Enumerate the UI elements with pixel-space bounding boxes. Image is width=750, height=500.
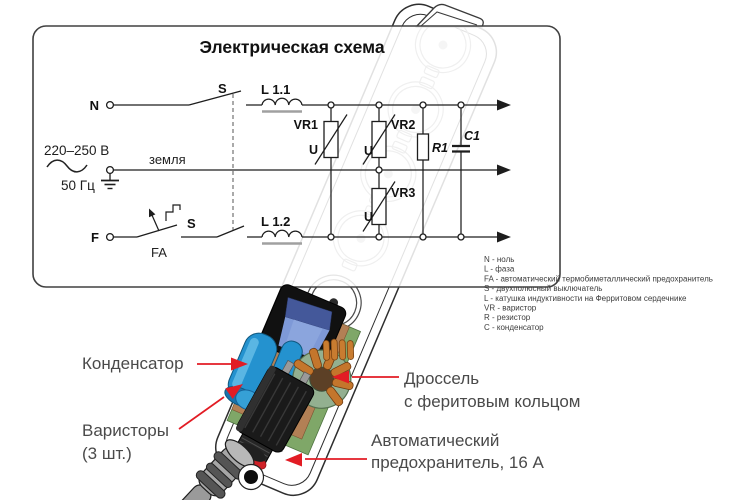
arrow-varistors — [178, 384, 243, 430]
capacitor-c1-symbol — [452, 105, 470, 237]
copper-winding-bundle — [322, 338, 355, 361]
vr1-u-label: U — [309, 143, 318, 157]
callout-choke-label: Дроссель — [404, 369, 479, 388]
varistor-vr1-symbol — [314, 105, 348, 237]
callout-choke-label2: с феритовым кольцом — [404, 392, 581, 411]
vr2-u-label: U — [364, 144, 373, 158]
callout-varistors-label: Варисторы — [82, 421, 169, 440]
vr2-label: VR2 — [391, 118, 415, 132]
wire-n — [105, 90, 511, 113]
legend-item: FA - автоматический термобиметаллический… — [484, 274, 713, 283]
vr3-u-label: U — [364, 210, 373, 224]
thermal-fuse-button — [231, 360, 315, 470]
arrow-choke — [332, 370, 399, 384]
legend-item: S - двухполюсный выключатель — [484, 284, 602, 293]
connection-nodes — [327, 101, 465, 241]
schematic-title: Электрическая схема — [199, 37, 384, 57]
callout-capacitor-label: Конденсатор — [82, 354, 184, 373]
callout-fuse-label2: предохранитель, 16 А — [371, 453, 545, 472]
fuse-fa-label: FA — [151, 245, 167, 260]
ground-wire-label: земля — [149, 152, 186, 167]
terminal-f-label: F — [91, 230, 99, 245]
strip-internals-photo — [224, 284, 361, 470]
c1-label: C1 — [464, 129, 480, 143]
callout-fuse-label: Автоматический — [371, 431, 499, 450]
legend-item: C - конденсатор — [484, 323, 544, 332]
hanging-tab-icon — [415, 3, 484, 28]
arrow-capacitor — [197, 357, 248, 371]
schematic-box — [32, 25, 561, 288]
inductor-l12-label: L 1.2 — [261, 214, 290, 229]
arrow-fuse — [285, 453, 367, 467]
legend-item: R - резистор — [484, 313, 531, 322]
legend: N - ноль L - фаза FA - автоматический те… — [484, 255, 713, 332]
varistor-vr3-symbol — [362, 181, 396, 232]
ac-tilde-icon — [46, 159, 88, 173]
switch-s-top-label: S — [218, 81, 227, 96]
legend-item: N - ноль — [484, 255, 514, 264]
vr1-label: VR1 — [294, 118, 318, 132]
inductor-l11-label: L 1.1 — [261, 82, 290, 97]
terminal-n-label: N — [90, 98, 99, 113]
callout-varistors-label2: (3 шт.) — [82, 444, 132, 463]
switch-s-bottom-label: S — [187, 216, 196, 231]
thermal-fuse-fa-symbol — [136, 204, 181, 238]
cable-gland — [164, 439, 255, 500]
resistor-r1-symbol — [416, 105, 430, 237]
circuit-schematic: Электрическая схема — [44, 37, 511, 260]
r1-label: R1 — [432, 141, 448, 155]
legend-item: L - катушка индуктивности на Ферритовом … — [484, 294, 687, 303]
wire-ground — [101, 164, 511, 190]
earth-symbol-icon — [101, 173, 119, 190]
legend-item: VR - варистор — [484, 304, 537, 313]
vr3-label: VR3 — [391, 186, 415, 200]
screw-hole — [237, 463, 265, 491]
callouts: Конденсатор Варисторы (3 шт.) Дроссель с… — [82, 354, 581, 472]
voltage-label: 220–250 В — [44, 143, 109, 158]
wire-f — [105, 204, 511, 245]
frequency-label: 50 Гц — [61, 178, 95, 193]
legend-item: L - фаза — [484, 265, 515, 274]
